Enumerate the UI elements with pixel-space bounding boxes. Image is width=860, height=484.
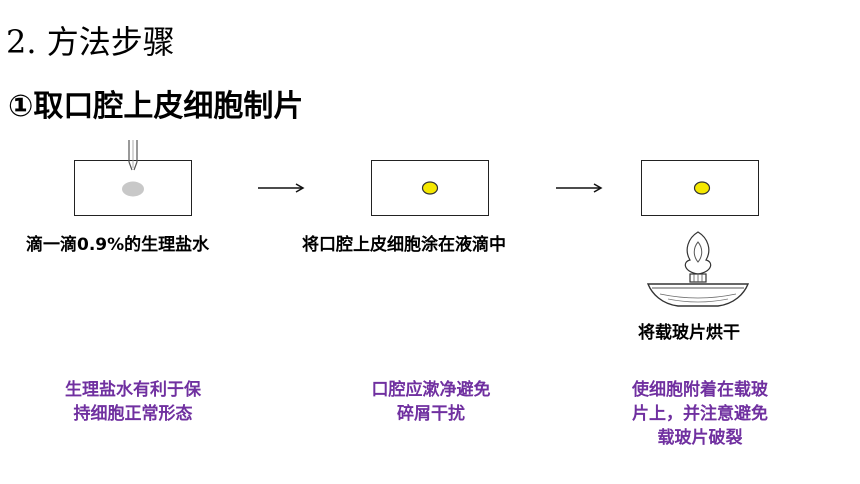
droplet-icon	[122, 181, 144, 197]
cell-sample-icon	[693, 181, 711, 195]
note-step-1: 生理盐水有利于保 持细胞正常形态	[38, 378, 228, 426]
note-line: 碎屑干扰	[397, 404, 465, 424]
cell-sample-icon	[421, 181, 439, 195]
arrow-icon	[556, 183, 603, 193]
note-line: 生理盐水有利于保	[65, 380, 201, 400]
note-line: 持细胞正常形态	[73, 404, 193, 424]
note-line: 口腔应漱净避免	[371, 380, 491, 400]
note-line: 载玻片破裂	[657, 428, 743, 448]
note-line: 使细胞附着在载玻	[632, 380, 768, 400]
dropper-icon	[128, 140, 138, 171]
section-heading: 2. 方法步骤	[6, 23, 175, 61]
arrow-icon	[258, 183, 305, 193]
alcohol-lamp-icon	[646, 231, 750, 307]
note-step-2: 口腔应漱净避免 碎屑干扰	[336, 378, 526, 426]
step-label-2: 将口腔上皮细胞涂在液滴中	[302, 235, 506, 255]
note-line: 片上，并注意避免	[632, 404, 768, 424]
subsection-heading: ①取口腔上皮细胞制片	[8, 89, 304, 124]
step-label-1: 滴一滴0.9%的生理盐水	[26, 235, 210, 255]
step-label-3: 将载玻片烘干	[638, 323, 740, 343]
note-step-3: 使细胞附着在载玻 片上，并注意避免 载玻片破裂	[605, 378, 795, 450]
